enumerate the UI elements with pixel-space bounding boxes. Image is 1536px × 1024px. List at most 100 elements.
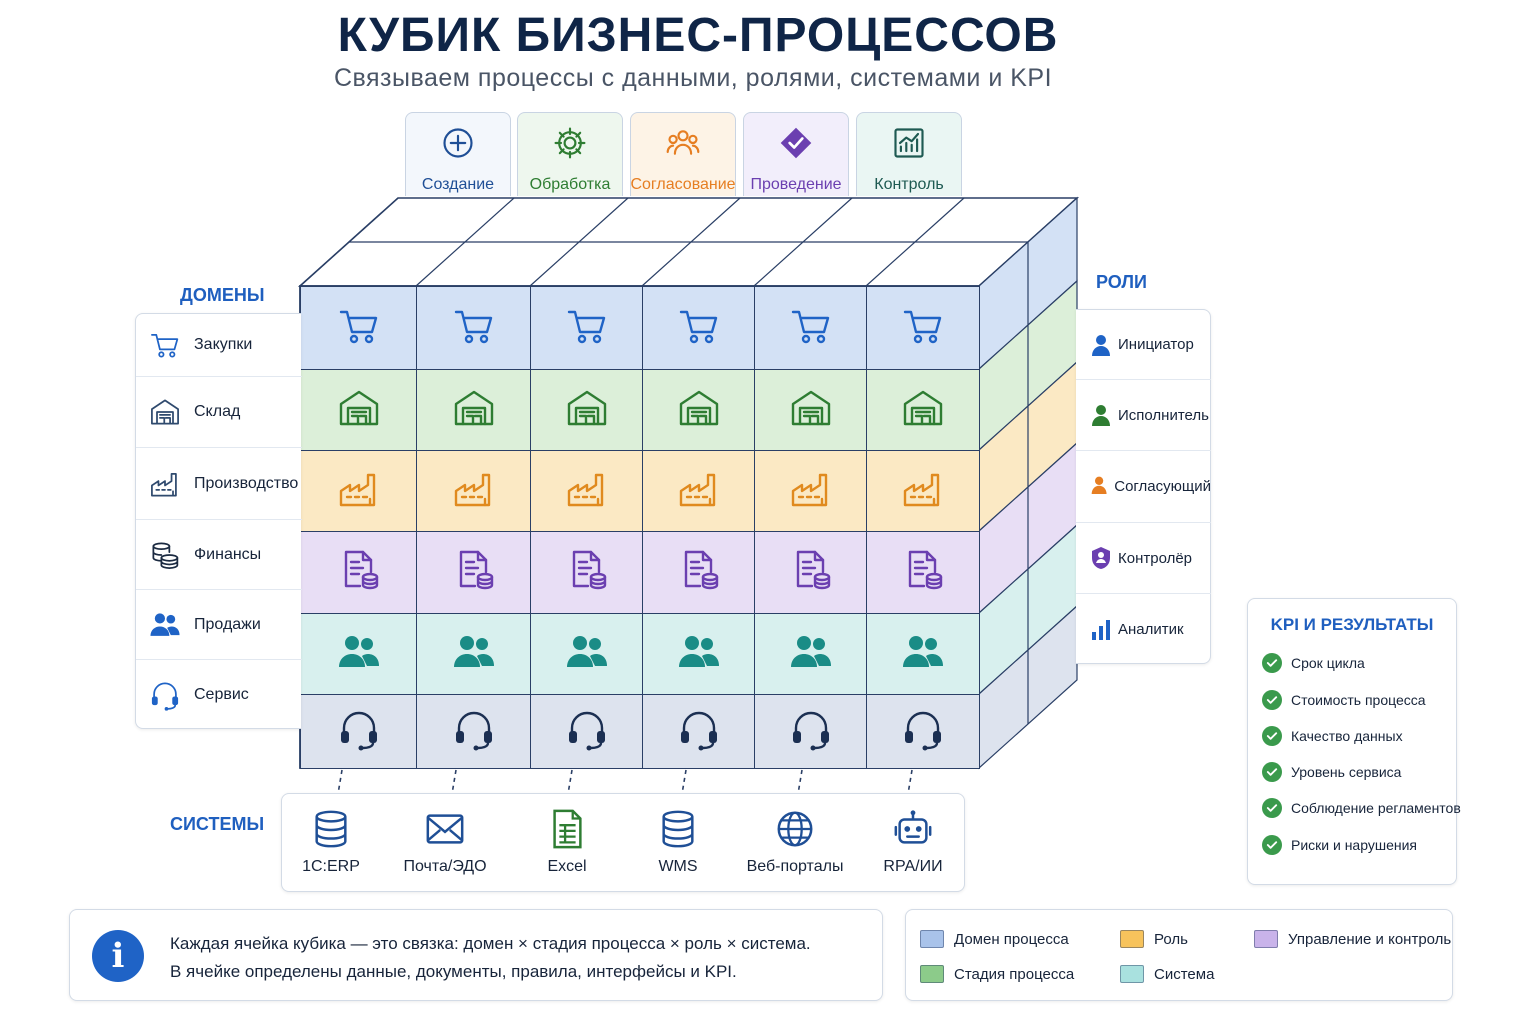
- domain-item[interactable]: Сервис: [136, 660, 302, 730]
- info-icon: i: [92, 930, 144, 982]
- cube-cell[interactable]: [530, 613, 643, 695]
- factory-icon: [789, 467, 833, 516]
- cube-cell[interactable]: [754, 369, 867, 451]
- role-item[interactable]: Исполнитель: [1076, 380, 1211, 451]
- users-icon: [677, 630, 721, 679]
- cube-cell[interactable]: [300, 531, 417, 614]
- factory-icon: [148, 467, 182, 501]
- cube-cell[interactable]: [416, 286, 531, 370]
- domain-item[interactable]: Склад: [136, 377, 302, 448]
- cube-cell[interactable]: [300, 613, 417, 695]
- cube-cell[interactable]: [416, 450, 531, 532]
- cube-cell[interactable]: [866, 694, 980, 769]
- factory-icon: [337, 467, 381, 516]
- headset-icon: [901, 707, 945, 756]
- cube-cell[interactable]: [300, 450, 417, 532]
- cube-cell[interactable]: [642, 450, 755, 532]
- legend-item: Роль: [1120, 930, 1188, 948]
- cube-cell[interactable]: [754, 694, 867, 769]
- kpi-item: Риски и нарушения: [1262, 835, 1417, 855]
- legend-label: Управление и контроль: [1288, 930, 1452, 948]
- system-item[interactable]: 1C:ERP: [276, 808, 386, 876]
- cube-cell[interactable]: [754, 613, 867, 695]
- users-icon: [565, 630, 609, 679]
- bar-chart-icon: [1090, 617, 1112, 641]
- cube-cell[interactable]: [754, 531, 867, 614]
- system-item[interactable]: Почта/ЭДО: [390, 808, 500, 876]
- role-item[interactable]: Аналитик: [1076, 594, 1211, 664]
- cube-cell[interactable]: [530, 450, 643, 532]
- system-connector: [337, 769, 343, 795]
- cube-cell[interactable]: [754, 286, 867, 370]
- system-item[interactable]: WMS: [623, 808, 733, 876]
- system-item[interactable]: Веб-порталы: [740, 808, 850, 876]
- role-item[interactable]: Инициатор: [1076, 310, 1211, 380]
- stage-tab-5[interactable]: Контроль: [856, 112, 962, 196]
- warehouse-icon: [565, 386, 609, 435]
- plus-circle-icon: [440, 125, 476, 166]
- cube-cell[interactable]: [866, 613, 980, 695]
- cube-cell[interactable]: [866, 286, 980, 370]
- stage-tab-3[interactable]: Согласование: [630, 112, 736, 196]
- cube-cell[interactable]: [530, 531, 643, 614]
- kpi-label: Риски и нарушения: [1291, 837, 1417, 853]
- shield-user-icon: [1090, 546, 1112, 570]
- cube-cell[interactable]: [642, 286, 755, 370]
- cube-cell[interactable]: [300, 694, 417, 769]
- system-label: 1C:ERP: [302, 858, 360, 875]
- domain-item[interactable]: Продажи: [136, 590, 302, 660]
- system-item[interactable]: Excel: [512, 808, 622, 876]
- headset-icon: [565, 707, 609, 756]
- cube-cell[interactable]: [642, 694, 755, 769]
- cube-cell[interactable]: [416, 531, 531, 614]
- domain-item[interactable]: Финансы: [136, 520, 302, 590]
- domain-label: Закупки: [194, 336, 253, 353]
- cube-cell[interactable]: [866, 450, 980, 532]
- cube-cell[interactable]: [642, 369, 755, 451]
- kpi-item: Срок цикла: [1262, 653, 1365, 673]
- domain-item[interactable]: Производство: [136, 448, 302, 520]
- kpi-label: Стоимость процесса: [1291, 692, 1426, 708]
- cube-cell[interactable]: [642, 531, 755, 614]
- cart-icon: [148, 328, 182, 362]
- warehouse-icon: [789, 386, 833, 435]
- role-item[interactable]: Согласующий: [1076, 451, 1211, 523]
- page-subtitle: Связываем процессы с данными, ролями, си…: [333, 64, 1053, 92]
- cube-cell[interactable]: [530, 369, 643, 451]
- headset-icon: [337, 707, 381, 756]
- domain-item[interactable]: Закупки: [136, 314, 302, 377]
- process-cube: [297, 196, 1080, 770]
- cube-cell[interactable]: [300, 369, 417, 451]
- check-icon: [1262, 690, 1282, 710]
- cube-top-column-line: [415, 197, 515, 287]
- cube-cell[interactable]: [300, 286, 417, 370]
- user-icon: [1090, 403, 1112, 427]
- domains-heading: ДОМЕНЫ: [180, 285, 265, 305]
- users-icon: [337, 630, 381, 679]
- cube-cell[interactable]: [416, 369, 531, 451]
- cube-cell[interactable]: [530, 286, 643, 370]
- cube-cell[interactable]: [866, 369, 980, 451]
- cart-icon: [337, 304, 381, 353]
- cube-cell[interactable]: [866, 531, 980, 614]
- kpi-label: Уровень сервиса: [1291, 764, 1402, 780]
- cube-cell[interactable]: [416, 694, 531, 769]
- stage-tab-2[interactable]: Обработка: [517, 112, 623, 196]
- factory-icon: [677, 467, 721, 516]
- cube-top-column-line: [753, 197, 853, 287]
- chart-icon: [891, 125, 927, 166]
- cube-cell[interactable]: [530, 694, 643, 769]
- stage-tab-1[interactable]: Создание: [405, 112, 511, 196]
- system-item[interactable]: RPA/ИИ: [858, 808, 968, 876]
- user-icon: [1090, 475, 1108, 499]
- cube-cell[interactable]: [754, 450, 867, 532]
- check-icon: [1262, 762, 1282, 782]
- role-item[interactable]: Контролёр: [1076, 523, 1211, 594]
- cube-cell[interactable]: [642, 613, 755, 695]
- stage-tab-label: Согласование: [630, 176, 736, 193]
- stage-tab-4[interactable]: Проведение: [743, 112, 849, 196]
- cart-icon: [452, 304, 496, 353]
- cube-cell[interactable]: [416, 613, 531, 695]
